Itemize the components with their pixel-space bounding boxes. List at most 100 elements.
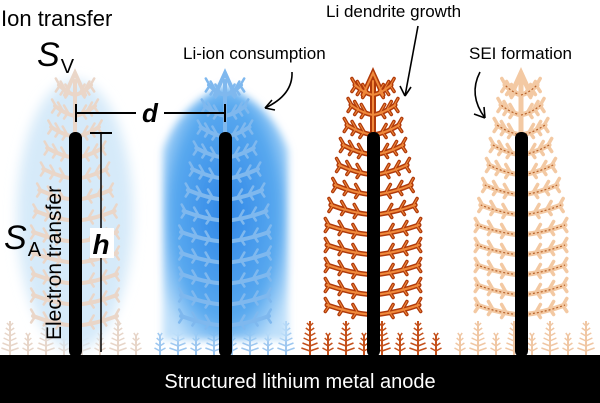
fern-leaf [262, 347, 274, 352]
dendrite-twig [55, 209, 63, 225]
fern-leaf [470, 342, 486, 347]
fern-leaf [543, 337, 557, 342]
dendrite-branch [474, 282, 524, 298]
dendrite-twig [51, 143, 59, 159]
dendrite-twig [39, 161, 47, 177]
dendrite-twig [252, 290, 259, 306]
dendrite-twig [245, 164, 252, 180]
dendrite-twig [393, 98, 399, 112]
dendrite-twig [208, 167, 215, 183]
dendrite-twig [196, 119, 204, 135]
fern-leaf [394, 347, 406, 352]
dendrite-twig [29, 245, 37, 261]
dendrite-twig [29, 287, 37, 303]
dendrite-twig [103, 161, 111, 177]
fern-leaf [361, 332, 367, 337]
dendrite-twig [229, 83, 236, 99]
dendrite-twig [352, 304, 358, 318]
dendrite-twig [42, 311, 49, 327]
dendrite-twig [60, 146, 67, 162]
dendrite-twig [259, 182, 266, 198]
dendrite-twig [324, 238, 330, 252]
fern-leaf [241, 347, 259, 352]
dendrite-twig [557, 196, 565, 214]
d-label-bg [136, 98, 164, 126]
sei-outline [520, 84, 538, 96]
fern-leaf [39, 337, 53, 342]
dendrite-twig [388, 284, 394, 298]
fern-leaf [156, 337, 164, 342]
dendrite-twig [397, 181, 403, 195]
anode-label: Structured lithium metal anode [164, 371, 435, 393]
fern-leaf [5, 327, 15, 332]
dendrite-twig [204, 314, 211, 330]
dendrite-twig [49, 164, 56, 180]
dendrite-twig [29, 266, 37, 282]
dendrite-twig [529, 142, 537, 160]
dendrite-twig [338, 301, 344, 315]
dendrite-twig [64, 83, 71, 99]
dendrite-twig [332, 178, 338, 192]
dendrite-twig [384, 164, 390, 178]
d-label: d [142, 98, 159, 128]
sei-outline [520, 224, 566, 236]
dendrite-twig [338, 261, 344, 275]
dendrite-twig [534, 76, 542, 94]
fern-leaf [341, 327, 351, 332]
dendrite-twig [87, 209, 95, 225]
dendrite-twig [338, 281, 344, 295]
fern-leaf [6, 322, 14, 327]
dendrite-twig [263, 203, 270, 219]
fern-leaf [303, 337, 317, 342]
fern-leaf [338, 342, 354, 347]
dendrite-twig [354, 101, 360, 115]
dendrite-twig [473, 296, 481, 314]
dendrite-twig [473, 276, 481, 294]
dendrite-twig [561, 296, 569, 314]
dendrite-twig [545, 136, 554, 154]
fern-leaf [22, 347, 34, 352]
dendrite-twig [343, 118, 349, 132]
dendrite-twig [230, 104, 238, 120]
fern-leaf [301, 347, 319, 352]
dendrite-twig [353, 204, 359, 218]
fern-leaf [340, 332, 352, 337]
dendrite-twig [191, 227, 198, 243]
dendrite-twig [352, 244, 358, 258]
fern-leaf [114, 322, 122, 327]
dendrite-twig [386, 101, 392, 115]
fern-leaf [155, 342, 165, 347]
dendrite-twig [88, 272, 95, 288]
dendrite-twig [338, 241, 344, 255]
dendrite-twig [538, 96, 546, 114]
dendrite-twig [494, 159, 502, 177]
dendrite-twig [352, 264, 358, 278]
dendrite-twig [184, 182, 191, 198]
fern-leaf [565, 332, 571, 337]
dendrite-twig [35, 182, 43, 198]
li-dendrite-growth-label: Li dendrite growth [326, 2, 461, 21]
sei-outline [488, 164, 522, 176]
ion-transfer-label: Ion transfer [1, 6, 112, 31]
dendrite-branch [474, 222, 524, 238]
sa-main: S [4, 219, 27, 257]
dendrite-twig [206, 188, 214, 204]
dendrite-twig [239, 122, 247, 138]
dendrite-twig [480, 176, 489, 194]
dendrite-twig [348, 141, 354, 155]
dendrite-twig [246, 119, 254, 135]
dendrite-twig [351, 78, 357, 92]
fern-leaf [412, 332, 424, 337]
dendrite-twig [239, 293, 246, 309]
fern-leaf [360, 337, 368, 342]
fern-leaf [4, 332, 16, 337]
fern-leaf [24, 337, 32, 342]
dendrite-twig [239, 251, 246, 267]
fern-leaf [469, 347, 487, 352]
dendrite-twig [362, 84, 368, 98]
dendrite-twig [203, 122, 211, 138]
dendrite-twig [214, 83, 221, 99]
dendrite-twig [561, 236, 569, 254]
sv-main: S [37, 36, 60, 74]
dendrite-twig [54, 77, 62, 93]
